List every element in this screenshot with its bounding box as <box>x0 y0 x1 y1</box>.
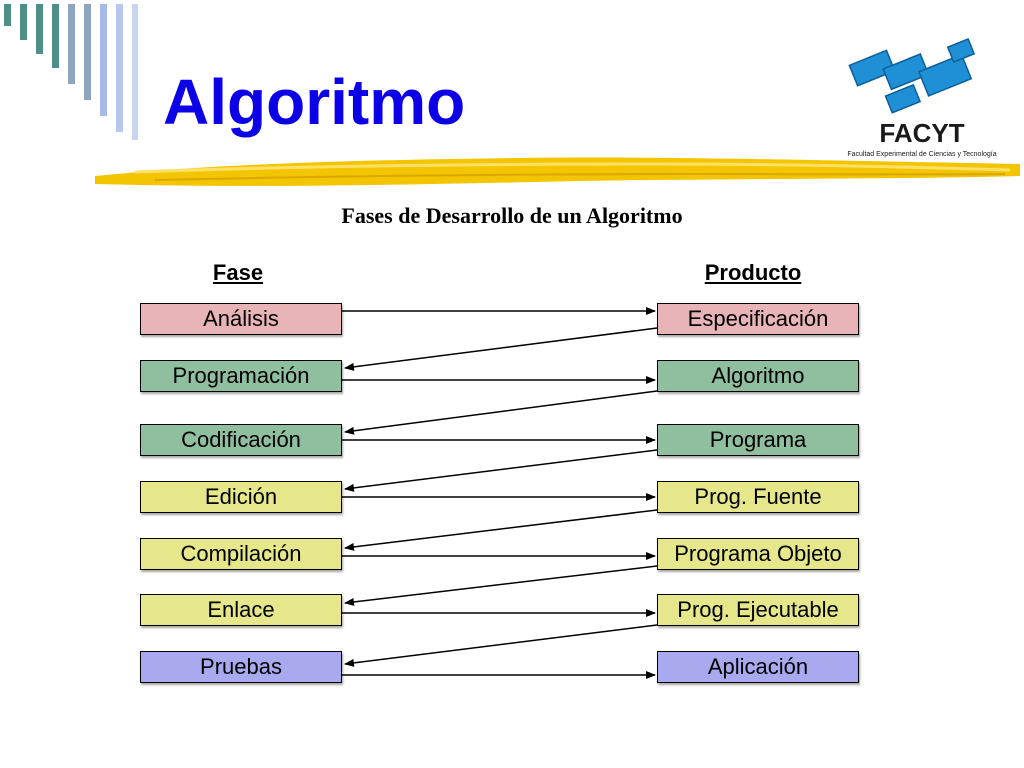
brush-stroke-underline <box>95 157 1020 186</box>
arrow-prog-ejecutable-to-pruebas <box>344 624 658 667</box>
phase-column-header: Fase <box>212 260 264 285</box>
phase-box-edicion: Edición <box>140 481 342 513</box>
arrow-prog-fuente-to-compilacion <box>344 509 658 551</box>
slide-title: Algoritmo <box>163 66 466 138</box>
product-box-especificacion: Especificación <box>657 303 859 335</box>
arrow-especificacion-to-programacion <box>344 327 658 371</box>
product-box-algoritmo: Algoritmo <box>657 360 859 392</box>
logo-name: FACYT <box>879 118 964 148</box>
phase-box-enlace: Enlace <box>140 594 342 626</box>
decorative-stripes <box>4 4 138 140</box>
phase-box-analisis: Análisis <box>140 303 342 335</box>
arrow-algoritmo-to-codificacion <box>344 390 658 435</box>
product-column-header: Producto <box>704 260 802 285</box>
diagram-subtitle: Fases de Desarrollo de un Algoritmo <box>341 203 683 228</box>
product-box-programa-objeto: Programa Objeto <box>657 538 859 570</box>
phase-box-programacion: Programación <box>140 360 342 392</box>
product-box-prog-fuente: Prog. Fuente <box>657 481 859 513</box>
logo-tagline: Facultad Experimental de Ciencias y Tecn… <box>847 151 996 158</box>
phase-box-pruebas: Pruebas <box>140 651 342 683</box>
arrow-programa-objeto-to-enlace <box>344 565 658 606</box>
phase-box-compilacion: Compilación <box>140 538 342 570</box>
product-box-prog-ejecutable: Prog. Ejecutable <box>657 594 859 626</box>
arrow-programa-to-edicion <box>344 449 658 492</box>
product-box-aplicacion: Aplicación <box>657 651 859 683</box>
facyt-logo: FACYT Facultad Experimental de Ciencias … <box>830 30 1015 165</box>
phase-box-codificacion: Codificación <box>140 424 342 456</box>
product-box-programa: Programa <box>657 424 859 456</box>
